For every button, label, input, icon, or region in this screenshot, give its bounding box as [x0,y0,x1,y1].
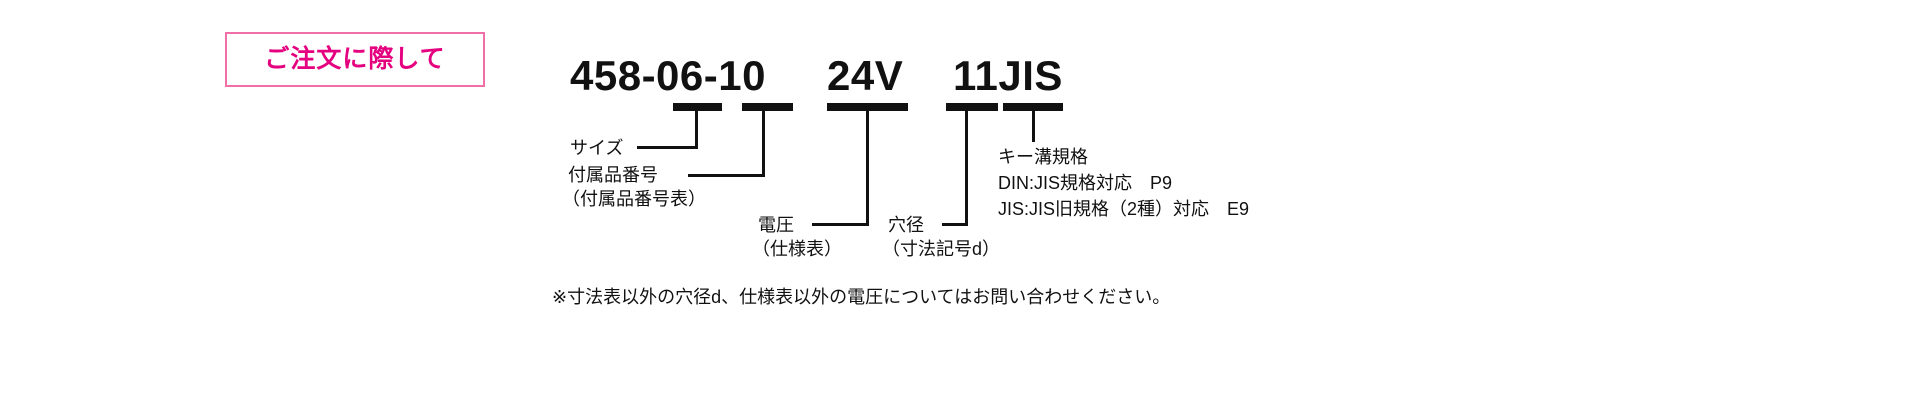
leader-line-accessory-vertical [762,111,765,177]
leader-line-accessory-horizontal [688,174,765,177]
callout-keyway-jis-line: JIS:JIS旧規格（2種）対応 E9 [998,199,1250,219]
part-number-voltage: 24V [827,52,904,99]
order-badge: ご注文に際して [225,32,485,87]
leader-line-hole-vertical [965,111,968,226]
underline-size-segment [673,103,722,111]
underline-hole-segment [946,103,998,111]
footnote: ※寸法表以外の穴径d、仕様表以外の電圧についてはお問い合わせください。 [552,287,1171,307]
part-number-keyway: 11JIS [953,52,1063,99]
leader-line-size-vertical [695,111,698,149]
leader-line-hole-horizontal [942,223,968,226]
callout-hole-label: 穴径 [888,215,924,235]
order-badge-label: ご注文に際して [264,45,446,73]
callout-accessory-sublabel: （付属品番号表） [562,189,706,209]
callout-keyway-din-line: DIN:JIS規格対応 P9 [998,173,1173,193]
callout-hole-sublabel: （寸法記号d） [882,239,1001,259]
leader-line-keyway-vertical [1032,111,1035,142]
callout-voltage-sublabel: （仕様表） [752,239,842,259]
callout-keyway-block: キー溝規格 DIN:JIS規格対応 P9 JIS:JIS旧規格（2種）対応 E9 [998,144,1249,222]
part-number-base: 458-06-10 [570,52,766,99]
underline-accessory-segment [742,103,793,111]
underline-voltage-segment [827,103,908,111]
callout-voltage-label: 電圧 [758,215,794,235]
callout-accessory-label: 付属品番号 [568,165,658,185]
callout-keyway-label: キー溝規格 [998,147,1088,167]
underline-keyway-segment [1003,103,1063,111]
leader-line-voltage-vertical [866,111,869,226]
callout-size-label: サイズ [570,138,624,158]
leader-line-voltage-horizontal [812,223,869,226]
leader-line-size-horizontal [637,146,698,149]
